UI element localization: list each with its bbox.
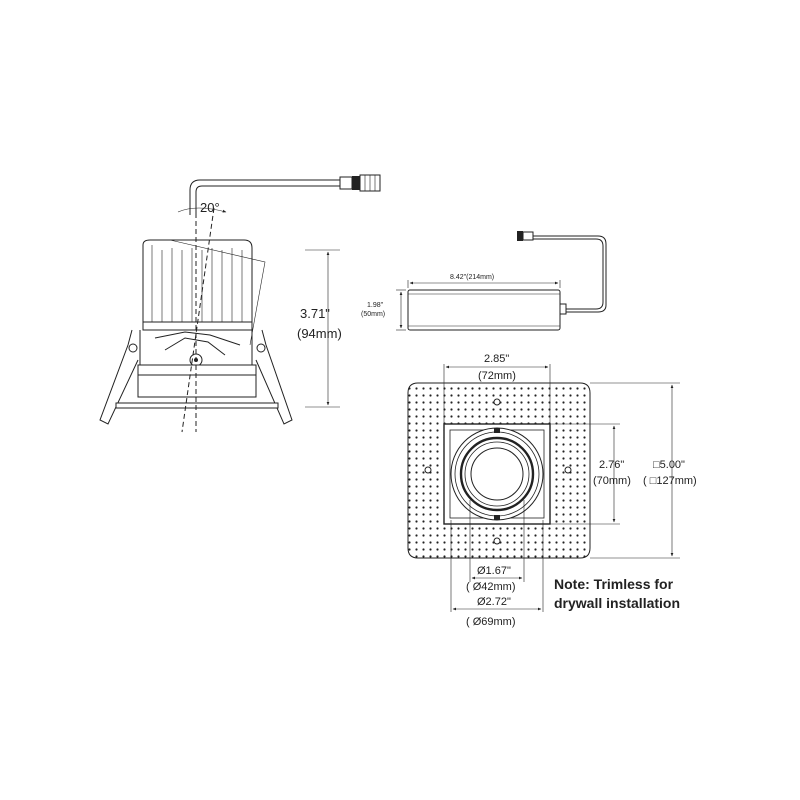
tilt-angle-label: 20°: [200, 200, 220, 215]
inner-diameter-inches-label: Ø1.67": [477, 565, 511, 577]
height-mm-label: (94mm): [297, 326, 342, 341]
outer-diameter-mm-label: ( Ø69mm): [466, 616, 516, 628]
trim-plate-side: [115, 402, 279, 409]
plate-size-mm-label: ( □127mm): [643, 475, 697, 487]
note-line-1: Note: Trimless for: [554, 576, 674, 592]
note-line-2: drywall installation: [554, 595, 680, 611]
cable-connector: [339, 174, 381, 192]
lamp-rings: [450, 427, 544, 521]
driver-height-inches-label: 1.98": [367, 302, 384, 309]
driver-box: 8.42"(214mm) 1.98" (50mm): [361, 231, 607, 331]
aperture-width-mm-label: (72mm): [478, 370, 516, 382]
driver-length-label: 8.42"(214mm): [450, 274, 494, 281]
heat-sink: [142, 239, 266, 346]
aperture-height-mm-label: (70mm): [593, 475, 631, 487]
height-inches-label: 3.71": [300, 306, 330, 321]
driver-connector: [517, 231, 534, 241]
plate-size-inches-label: □5.00": [653, 459, 685, 471]
aperture-width-inches-label: 2.85": [484, 353, 509, 365]
inner-diameter-mm-label: ( Ø42mm): [466, 581, 516, 593]
aperture-height-inches-label: 2.76": [599, 459, 624, 471]
plan-view: 2.85" (72mm) 2.76" (70mm) □5.00" ( □127m…: [407, 353, 697, 628]
outer-diameter-inches-label: Ø2.72": [477, 596, 511, 608]
driver-height-mm-label: (50mm): [361, 311, 385, 318]
side-view-fixture: 20° 3.71" (94mm): [99, 174, 381, 433]
gimbal-housing: [137, 330, 257, 398]
